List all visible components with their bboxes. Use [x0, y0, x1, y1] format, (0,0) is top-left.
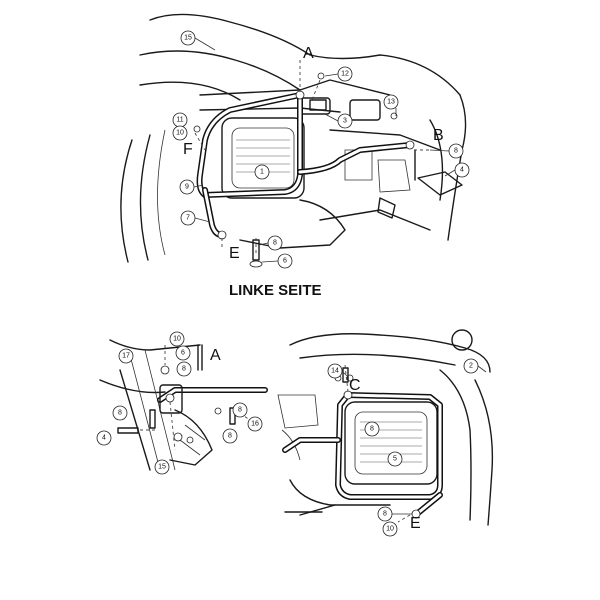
svg-text:4: 4 [102, 435, 106, 442]
svg-text:17: 17 [122, 353, 130, 360]
svg-text:7: 7 [186, 215, 190, 222]
svg-text:10: 10 [386, 526, 394, 533]
svg-text:15: 15 [184, 35, 192, 42]
dc-callout-5: 5 [387, 451, 403, 467]
detail-c-callouts: 14 8 5 2 8 10 [327, 358, 487, 537]
callout-10: 10 [172, 125, 188, 141]
callout-11: 11 [172, 112, 188, 128]
detail-a-callouts: 10 6 8 17 8 4 8 8 16 15 [96, 331, 263, 475]
svg-text:8: 8 [118, 410, 122, 417]
svg-text:11: 11 [176, 117, 183, 124]
svg-text:5: 5 [393, 456, 397, 463]
dc-callout-8a: 8 [364, 421, 380, 437]
detail-a-crash-bar [157, 387, 268, 403]
da-callout-10: 10 [169, 331, 185, 347]
da-callout-15: 15 [154, 459, 170, 475]
svg-text:8: 8 [273, 240, 277, 247]
callout-3: 3 [337, 113, 353, 129]
main-number-callouts: 15 12 13 11 10 3 8 4 9 7 8 6 1 [172, 30, 470, 269]
svg-text:9: 9 [185, 184, 189, 191]
svg-text:2: 2 [469, 363, 473, 370]
detail-c-letters: C E [349, 377, 421, 532]
svg-text:13: 13 [387, 99, 395, 106]
callout-7: 7 [180, 210, 196, 226]
detail-c-view [277, 329, 494, 526]
callout-8a: 8 [448, 143, 464, 159]
main-letter-labels: A B E F [183, 45, 444, 262]
da-callout-17: 17 [118, 348, 134, 364]
da-callout-8b: 8 [112, 405, 128, 421]
svg-text:10: 10 [176, 130, 184, 137]
caption-linke-seite: LINKE SEITE [229, 282, 322, 299]
label-F: F [183, 141, 193, 158]
cylinder-fins [236, 139, 290, 173]
da-callout-8a: 8 [176, 361, 192, 377]
svg-text:6: 6 [181, 350, 185, 357]
label-B: B [433, 127, 444, 144]
detail-a-letter: A [210, 347, 221, 364]
svg-text:3: 3 [343, 118, 347, 125]
svg-text:16: 16 [251, 421, 259, 428]
svg-text:1: 1 [260, 169, 264, 176]
svg-text:8: 8 [228, 433, 232, 440]
svg-text:15: 15 [158, 464, 166, 471]
svg-text:14: 14 [331, 368, 339, 375]
svg-text:8: 8 [454, 148, 458, 155]
svg-text:10: 10 [173, 336, 181, 343]
callout-6: 6 [277, 253, 293, 269]
callout-13: 13 [383, 94, 399, 110]
da-callout-6: 6 [175, 345, 191, 361]
svg-text:8: 8 [370, 426, 374, 433]
detail-c-crash-bar [282, 392, 443, 516]
label-A: A [303, 45, 314, 62]
label-E-detail: E [410, 515, 421, 532]
svg-text:4: 4 [460, 167, 464, 174]
callout-15: 15 [180, 30, 196, 46]
callout-4: 4 [454, 162, 470, 178]
svg-text:8: 8 [238, 407, 242, 414]
callout-8b: 8 [267, 235, 283, 251]
label-C: C [349, 377, 361, 394]
dc-callout-2: 2 [463, 358, 479, 374]
main-exploded-view [120, 13, 467, 268]
dc-callout-14: 14 [327, 363, 343, 379]
callout-12: 12 [337, 66, 353, 82]
da-callout-16: 16 [247, 416, 263, 432]
detail-a-view [99, 339, 268, 471]
callout-1: 1 [254, 164, 270, 180]
dc-callout-8b: 8 [377, 506, 393, 522]
da-callout-8d: 8 [232, 402, 248, 418]
label-E: E [229, 245, 240, 262]
dc-callout-10: 10 [382, 521, 398, 537]
svg-text:12: 12 [341, 71, 349, 78]
svg-text:8: 8 [182, 366, 186, 373]
svg-text:8: 8 [383, 511, 387, 518]
callout-9: 9 [179, 179, 195, 195]
da-callout-4: 4 [96, 430, 112, 446]
svg-text:6: 6 [283, 258, 287, 265]
da-callout-8c: 8 [222, 428, 238, 444]
